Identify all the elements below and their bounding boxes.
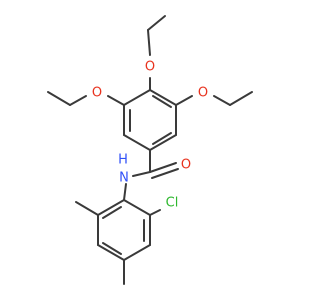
bond [149, 134, 177, 151]
bond [75, 201, 99, 216]
oxygen-top-label: O [145, 60, 155, 75]
bond [151, 168, 179, 179]
bond [47, 91, 71, 106]
bond [229, 91, 253, 106]
bond [97, 244, 125, 261]
bonds [47, 15, 253, 285]
oxygen-right-label: O [198, 86, 208, 101]
bond [107, 95, 125, 106]
bond [123, 244, 151, 261]
carbonyl-oxygen-label: O [181, 158, 191, 173]
amide-nitrogen-label: N [119, 171, 129, 186]
bond [123, 183, 127, 201]
bond [152, 95, 172, 108]
amide-hydrogen-label: H [118, 153, 128, 168]
bond [149, 162, 177, 173]
bond [175, 95, 193, 106]
bond [123, 199, 151, 216]
molecule-diagram: O O O O H N Cl [47, 15, 253, 285]
oxygen-left-label: O [92, 86, 102, 101]
chlorine-label: Cl [166, 196, 179, 211]
atom-labels: O O O O H N Cl [92, 60, 208, 211]
bond [97, 199, 125, 216]
bond [123, 89, 151, 106]
bond [123, 134, 151, 151]
bond [149, 89, 177, 106]
bond [213, 95, 231, 106]
bond [147, 15, 166, 31]
bond [149, 209, 161, 216]
bond [132, 171, 151, 177]
bond [69, 95, 87, 106]
bond [152, 132, 172, 145]
bond [102, 242, 122, 255]
bond [102, 206, 122, 219]
bond [147, 29, 151, 56]
